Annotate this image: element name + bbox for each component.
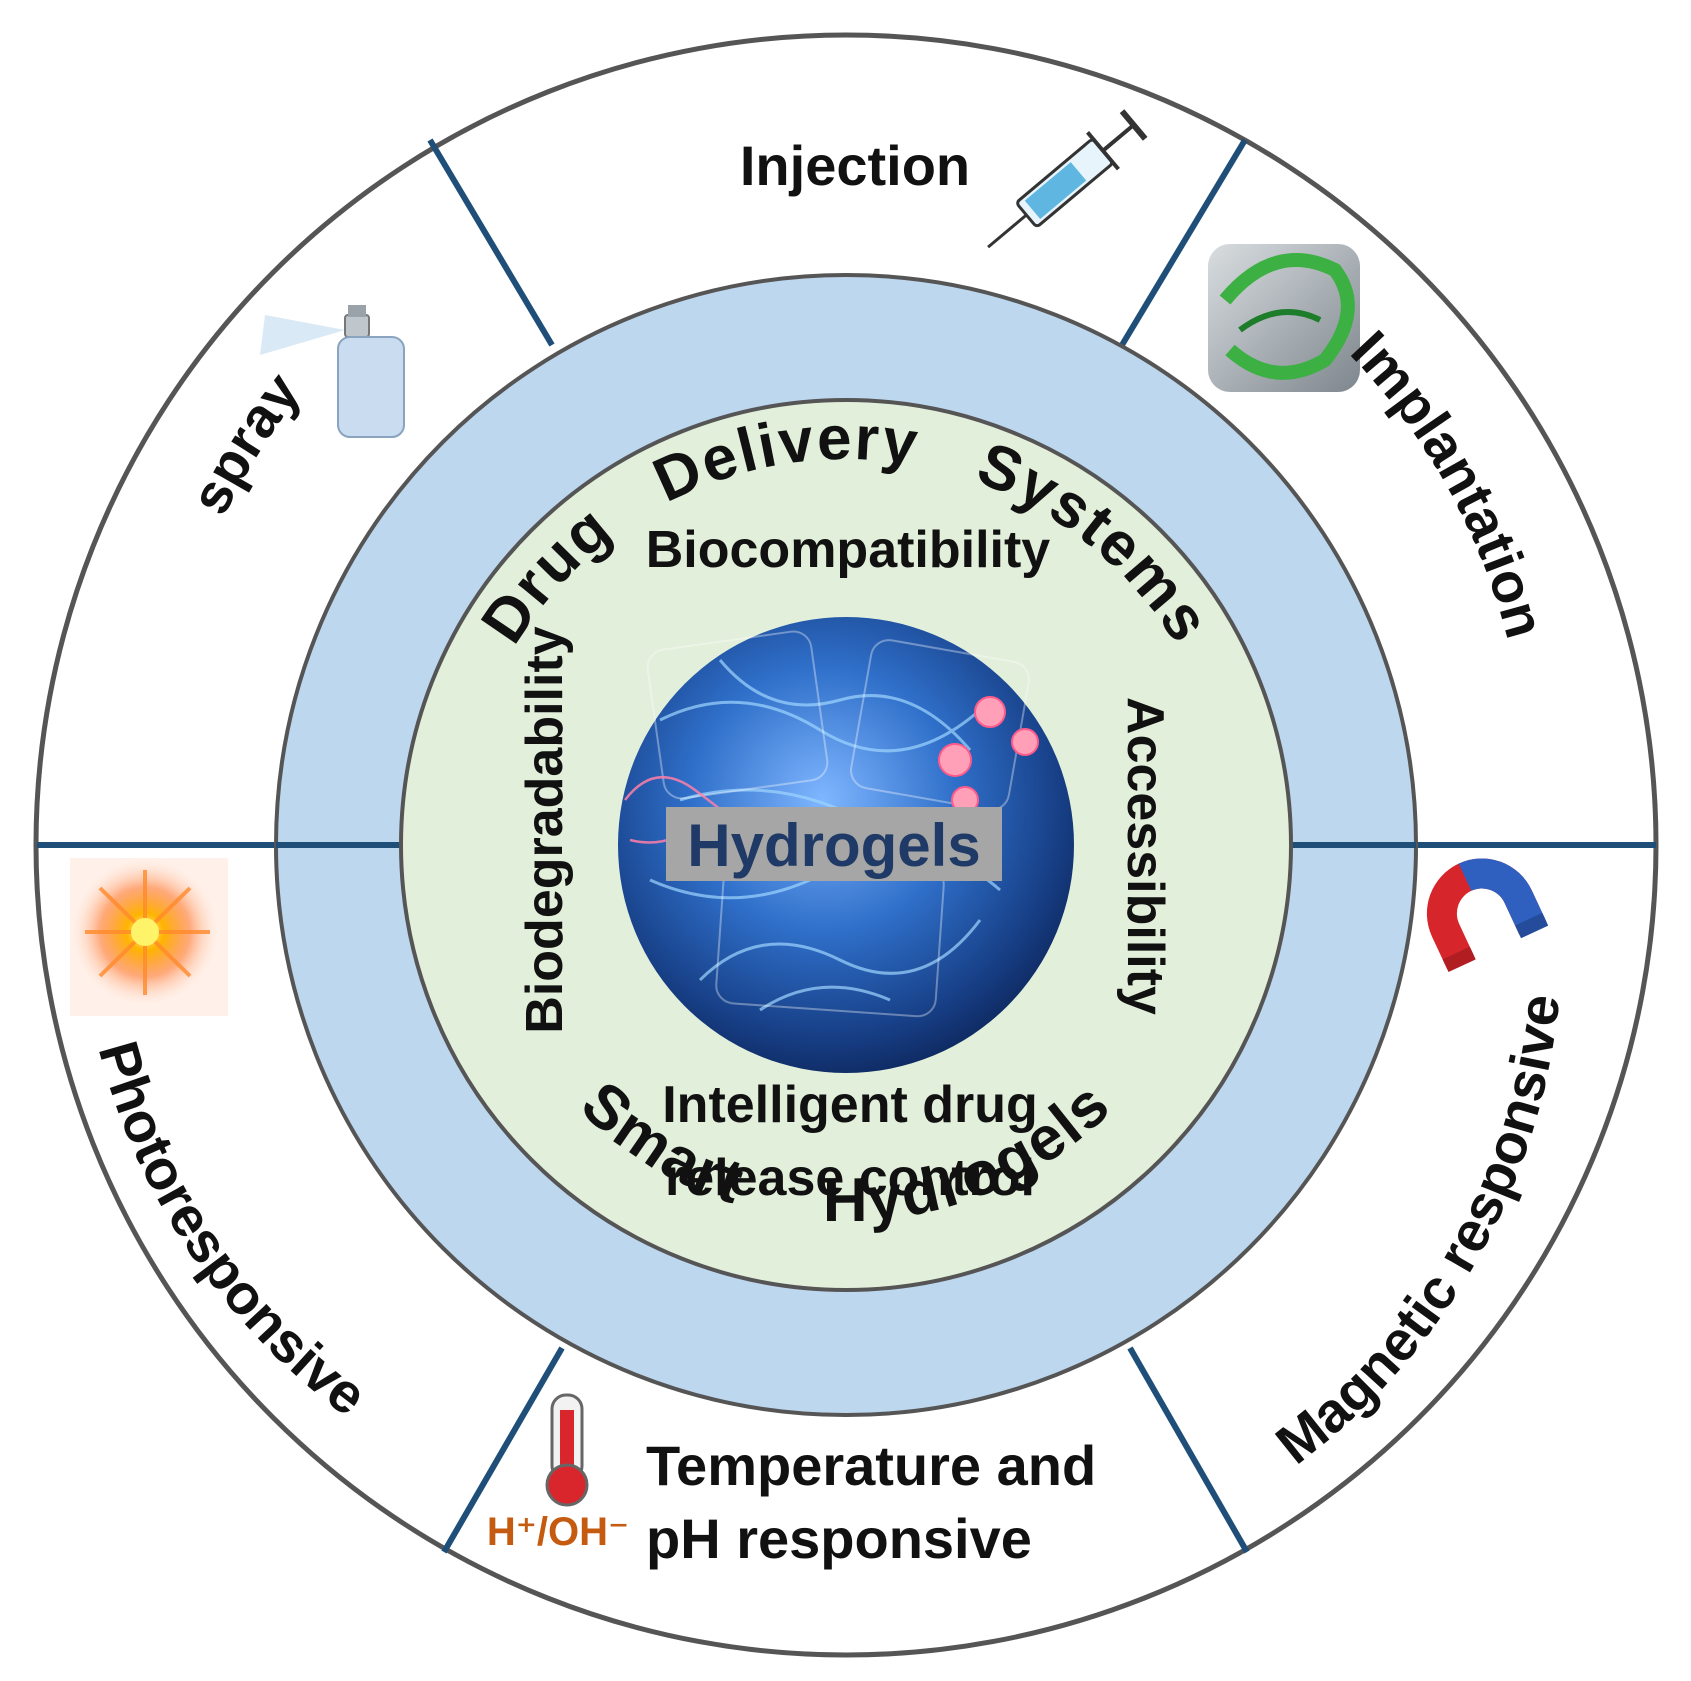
thermometer-icon xyxy=(545,1393,589,1507)
property-accessibility: Accessibility xyxy=(1116,697,1174,1015)
property-release-line2: release control xyxy=(665,1149,1035,1207)
spray-bottle-icon xyxy=(260,305,405,438)
method-injection: Injection xyxy=(740,134,970,197)
property-biodegradability: Biodegradability xyxy=(516,626,574,1033)
syringe-icon xyxy=(987,109,1148,249)
smart-temperature-line2: pH responsive xyxy=(646,1507,1032,1570)
smart-temperature-line1: Temperature and xyxy=(646,1434,1096,1497)
property-release-line1: Intelligent drug xyxy=(662,1076,1038,1134)
divider-line xyxy=(1119,138,1248,347)
hydrogel-image: Hydrogels xyxy=(618,617,1074,1073)
property-biocompatibility: Biocompatibility xyxy=(646,521,1051,579)
light-burst-icon xyxy=(70,857,228,1016)
center-label: Hydrogels xyxy=(687,812,980,879)
center-label-box xyxy=(666,807,1002,881)
divider-line xyxy=(427,138,555,347)
divider-line xyxy=(441,1346,565,1554)
magnet-icon xyxy=(1426,858,1549,973)
implant-icon xyxy=(1208,244,1360,392)
divider-line xyxy=(1127,1346,1250,1554)
ph-symbol: H⁺/OH⁻ xyxy=(487,1510,629,1554)
